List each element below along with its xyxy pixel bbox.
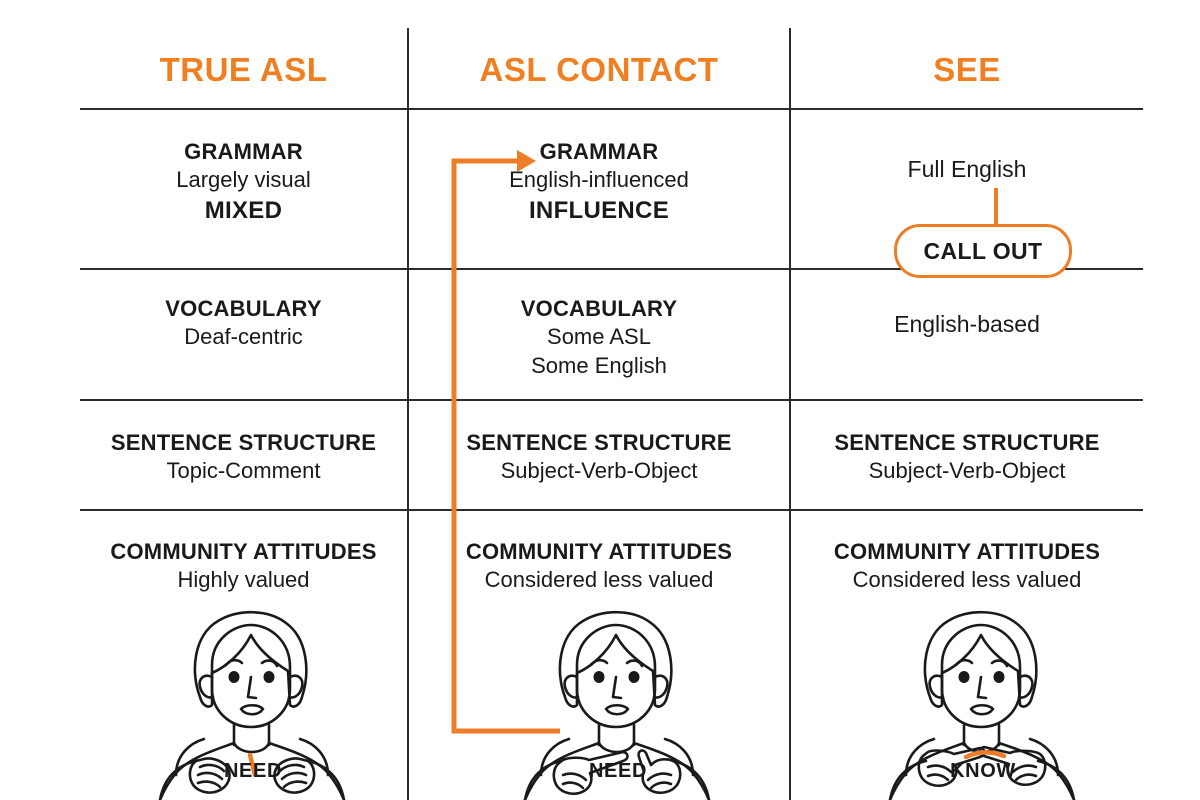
cell-value: Subject-Verb-Object	[868, 458, 1066, 484]
cell-label: COMMUNITY ATTITUDES	[465, 539, 733, 564]
sign-word-asl-contact: NEED	[589, 760, 647, 782]
callout-connector-line	[994, 188, 998, 228]
row-divider-header	[80, 108, 1143, 110]
cell-label: SENTENCE STRUCTURE	[834, 430, 1100, 455]
column-header-asl-contact: ASL CONTACT	[479, 51, 719, 88]
cell-grammar-see: Full English	[791, 145, 1143, 185]
cell-value: Deaf-centric	[184, 324, 303, 350]
cell-value: Topic-Comment	[166, 458, 321, 484]
column-header-true-asl: TRUE ASL	[159, 51, 328, 88]
cell-value: Highly valued	[177, 567, 310, 593]
cell-grammar-asl-contact: GRAMMAR English-influenced INFLUENCE	[409, 128, 789, 227]
row-divider-1	[80, 268, 1143, 270]
cell-sentence-structure-see: SENTENCE STRUCTURE Subject-Verb-Object	[791, 419, 1143, 486]
cell-label: COMMUNITY ATTITUDES	[833, 539, 1101, 564]
motion-mark-icon	[963, 750, 1007, 760]
cell-vocabulary-true-asl: VOCABULARY Deaf-centric	[80, 285, 407, 352]
cell-community-attitudes-see: COMMUNITY ATTITUDES Considered less valu…	[791, 528, 1143, 595]
callout-badge[interactable]: CALL OUT	[894, 224, 1072, 278]
figure-true-asl	[158, 610, 346, 800]
cell-value: Full English	[907, 156, 1027, 182]
column-divider-1	[407, 28, 409, 800]
cell-vocabulary-asl-contact: VOCABULARY Some ASL Some English	[409, 285, 789, 380]
sign-word-true-asl: NEED	[224, 760, 282, 782]
cell-emphasis: MIXED	[204, 196, 283, 224]
row-divider-2	[80, 399, 1143, 401]
column-divider-2	[789, 28, 791, 800]
cell-value: Largely visual	[176, 167, 311, 193]
cell-value: English-based	[894, 311, 1040, 337]
cell-label: GRAMMAR	[184, 139, 303, 164]
cell-vocabulary-see: English-based	[791, 300, 1143, 340]
cell-emphasis: INFLUENCE	[528, 196, 670, 224]
cell-label: VOCABULARY	[520, 296, 678, 321]
cell-label: VOCABULARY	[165, 296, 322, 321]
cell-label: GRAMMAR	[539, 139, 659, 164]
motion-mark-icon	[247, 752, 258, 778]
cell-value: Considered less valued	[852, 567, 1082, 593]
figure-see	[888, 610, 1076, 800]
cell-label: COMMUNITY ATTITUDES	[110, 539, 377, 564]
cell-label: SENTENCE STRUCTURE	[110, 430, 377, 455]
cell-value: Some ASL	[547, 324, 651, 350]
figure-asl-contact	[523, 610, 711, 800]
cell-grammar-true-asl: GRAMMAR Largely visual MIXED	[80, 128, 407, 227]
sign-word-see: KNOW	[950, 760, 1016, 782]
cell-value: Subject-Verb-Object	[500, 458, 698, 484]
cell-value-2: Some English	[531, 352, 667, 378]
cell-label: SENTENCE STRUCTURE	[466, 430, 732, 455]
cell-sentence-structure-asl-contact: SENTENCE STRUCTURE Subject-Verb-Object	[409, 419, 789, 486]
cell-community-attitudes-true-asl: COMMUNITY ATTITUDES Highly valued	[80, 528, 407, 595]
cell-value: English-influenced	[509, 167, 689, 193]
cell-sentence-structure-true-asl: SENTENCE STRUCTURE Topic-Comment	[80, 419, 407, 486]
column-header-see: SEE	[933, 51, 1001, 88]
cell-community-attitudes-asl-contact: COMMUNITY ATTITUDES Considered less valu…	[409, 528, 789, 595]
row-divider-3	[80, 509, 1143, 511]
cell-value: Considered less valued	[484, 567, 714, 593]
